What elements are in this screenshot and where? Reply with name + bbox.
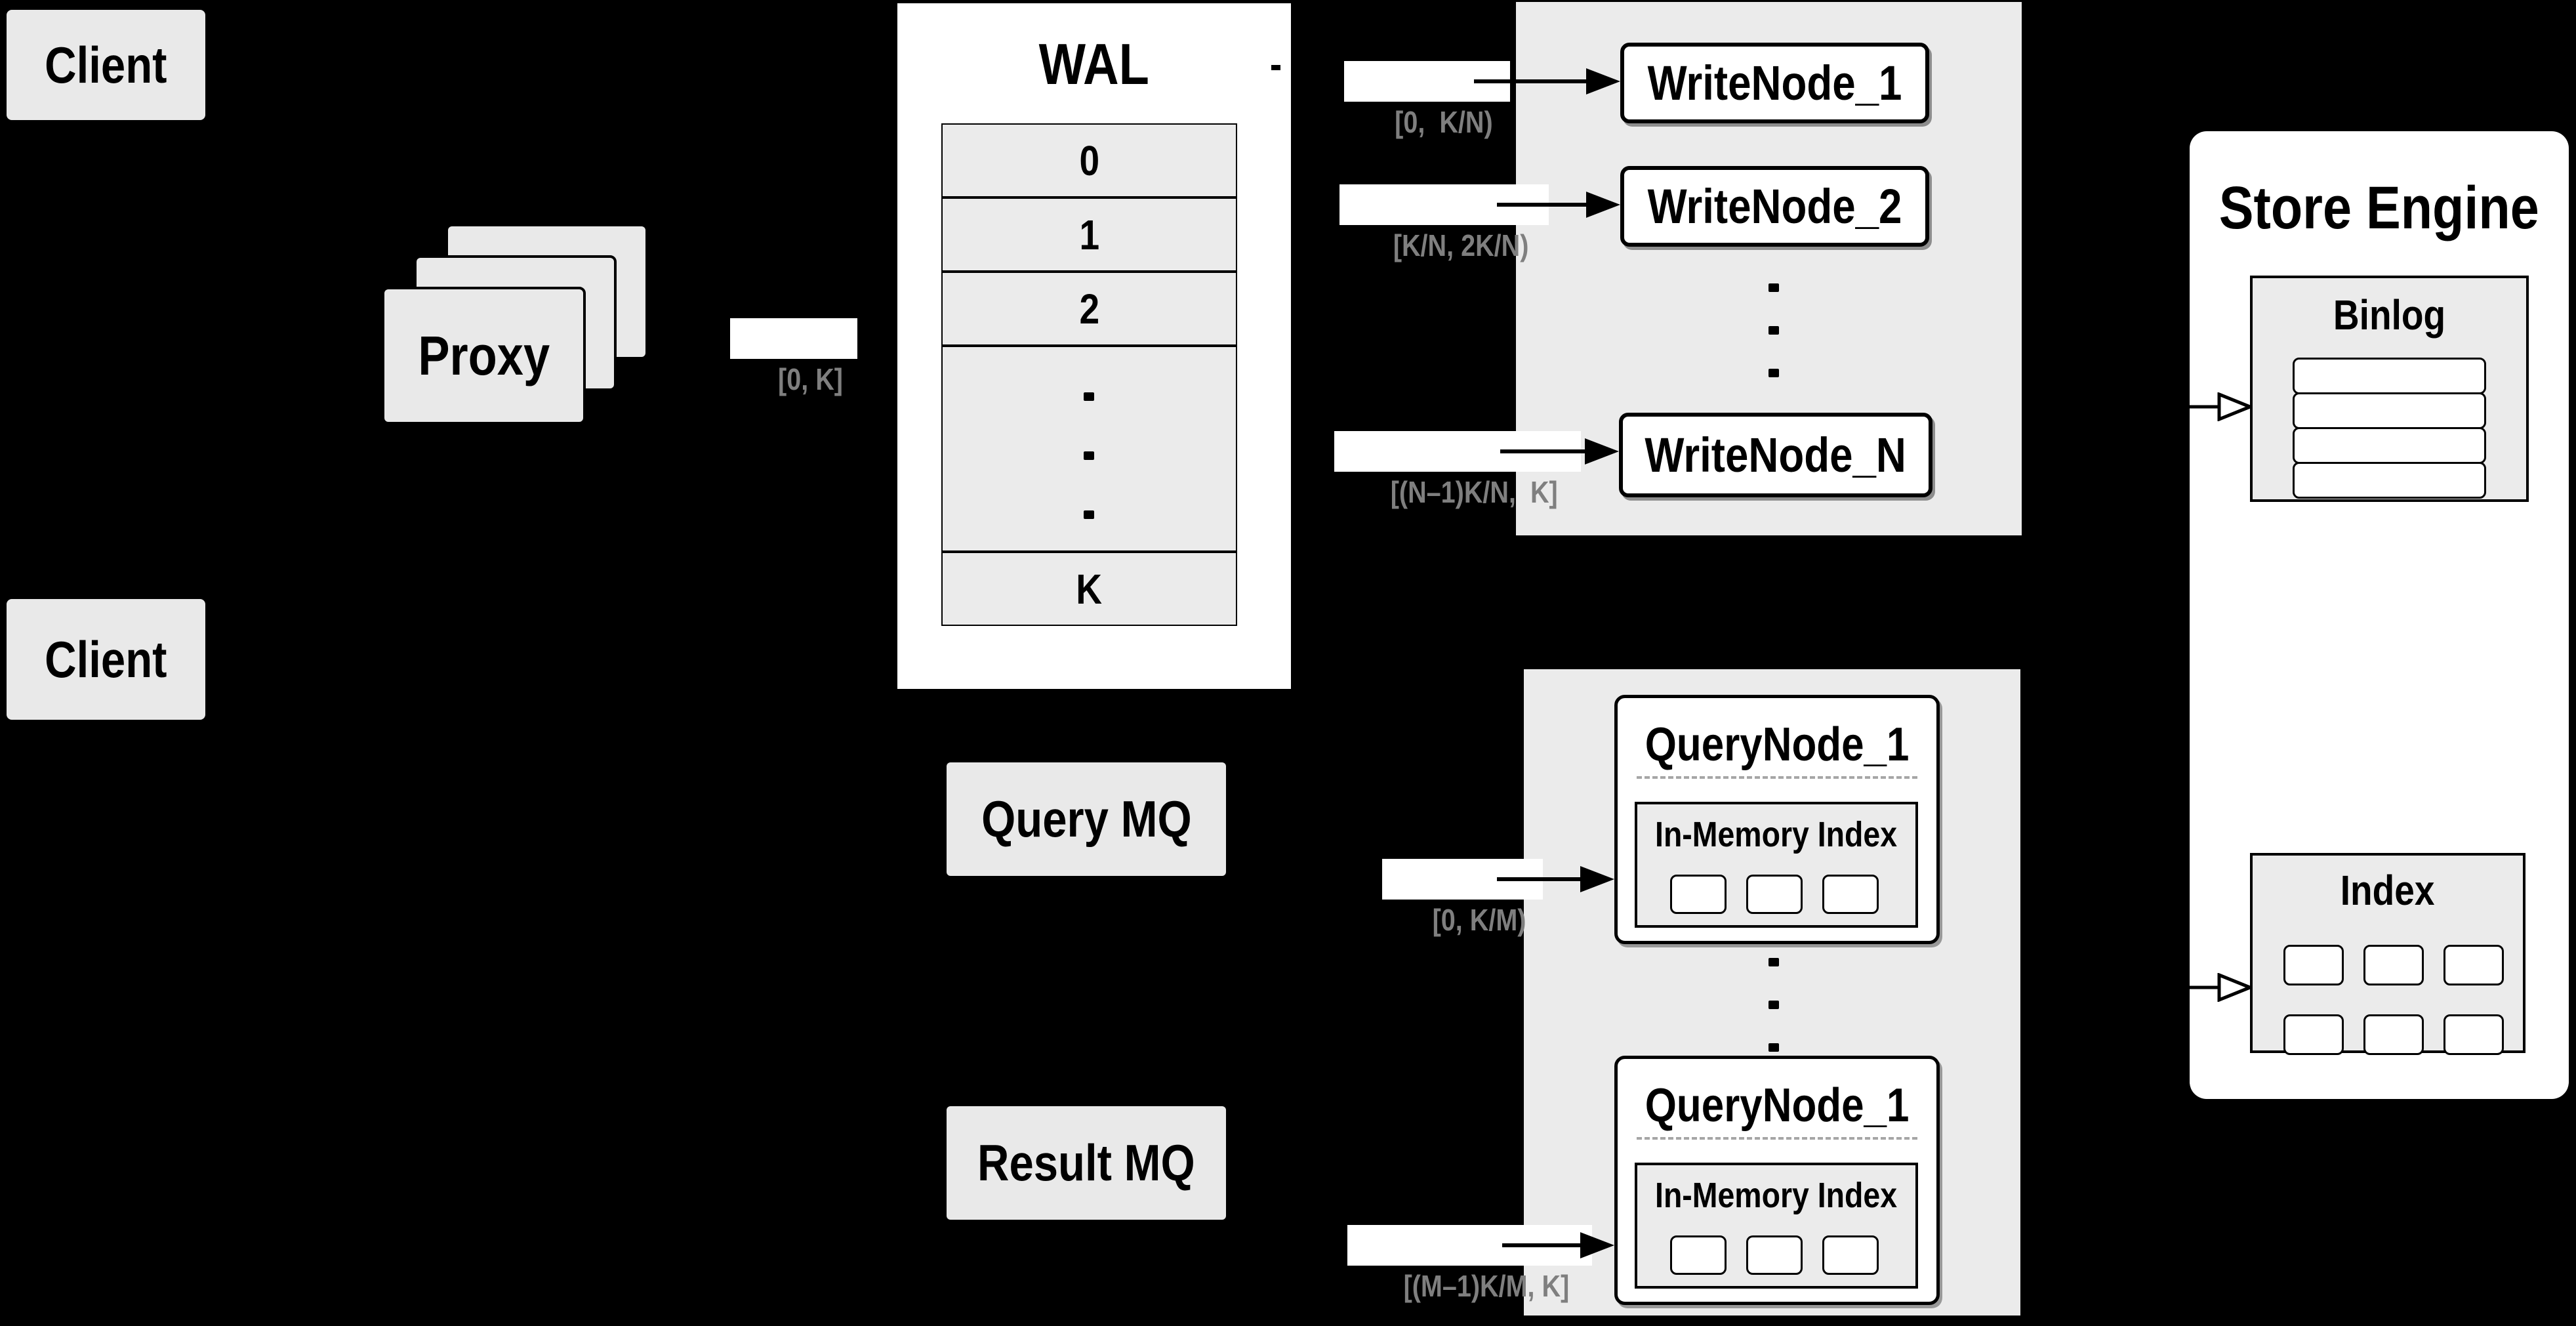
write-node-2: WriteNode_2 [1620, 166, 1929, 247]
wal-segment-row: 0 [941, 123, 1237, 197]
index-cell [2363, 1014, 2424, 1055]
wal-segment-row: 1 [941, 197, 1237, 272]
wal-arrow-tail [1271, 65, 1280, 70]
arrow-query-1 [1497, 866, 1614, 892]
index-cell [2443, 945, 2504, 985]
inmemory-cell [1746, 1235, 1803, 1275]
wal-title: WAL [1038, 31, 1150, 96]
ellipsis-dot [1084, 451, 1094, 460]
arrow-write-1 [1474, 68, 1620, 94]
arrow-binlog [2190, 392, 2252, 421]
binlog-row [2293, 427, 2486, 464]
ellipsis-dot [1768, 958, 1779, 966]
write-node-n: WriteNode_N [1619, 413, 1932, 497]
client-bottom-label: Client [45, 630, 167, 688]
index-cell [2443, 1014, 2504, 1055]
proxy-node-front: Proxy [382, 287, 586, 425]
result-mq-node: Result MQ [947, 1106, 1226, 1220]
arrow-write-2 [1497, 192, 1620, 218]
write-node-1: WriteNode_1 [1620, 43, 1929, 123]
index-cell [2283, 945, 2344, 985]
binlog-row [2293, 462, 2486, 499]
query-mq-label: Query MQ [981, 790, 1192, 848]
inmemory-index-m-title: In-Memory Index [1655, 1176, 1898, 1215]
query-node-1-title: QueryNode_1 [1645, 718, 1910, 771]
binlog-row [2293, 358, 2486, 394]
arrow-query-m [1502, 1232, 1614, 1258]
index-title: Index [2341, 867, 2435, 914]
store-engine-title: Store Engine [2219, 174, 2539, 241]
range-label-write-n: [(N–1)K/N, K] [1334, 431, 1581, 509]
inmemory-cell [1670, 875, 1727, 914]
wal-segment-row: 2 [941, 272, 1237, 346]
ellipsis-dot [1084, 510, 1094, 519]
ellipsis-dot [1768, 1043, 1779, 1052]
inmemory-cell [1822, 875, 1879, 914]
index-cell [2363, 945, 2424, 985]
range-label-proxy-wal: [0, K] [730, 318, 858, 396]
inmemory-cell [1670, 1235, 1727, 1275]
query-node-m-title: QueryNode_1 [1645, 1079, 1910, 1132]
query-node-1-divider [1637, 776, 1917, 779]
ellipsis-dot [1084, 392, 1094, 401]
inmemory-cell [1746, 875, 1803, 914]
proxy-label: Proxy [418, 324, 550, 386]
client-node-top: Client [7, 10, 205, 120]
client-top-label: Client [45, 35, 167, 94]
query-mq-node: Query MQ [947, 762, 1226, 876]
inmemory-index-1-title: In-Memory Index [1655, 815, 1898, 854]
binlog-row [2293, 392, 2486, 429]
binlog-title: Binlog [2333, 291, 2446, 339]
result-mq-label: Result MQ [977, 1134, 1195, 1191]
wal-ellipsis-row [941, 346, 1237, 552]
ellipsis-dot [1768, 283, 1779, 292]
range-label-write-1: [0, K/N) [1344, 61, 1510, 139]
ellipsis-dot [1768, 369, 1779, 377]
wal-segment-row-last: K [941, 552, 1237, 626]
arrow-write-n [1500, 438, 1619, 465]
ellipsis-dot [1768, 326, 1779, 335]
query-node-m-divider [1637, 1137, 1917, 1140]
client-node-bottom: Client [7, 599, 205, 720]
inmemory-cell [1822, 1235, 1879, 1275]
index-cell [2283, 1014, 2344, 1055]
ellipsis-dot [1768, 1001, 1779, 1009]
arrow-index [2190, 973, 2252, 1002]
